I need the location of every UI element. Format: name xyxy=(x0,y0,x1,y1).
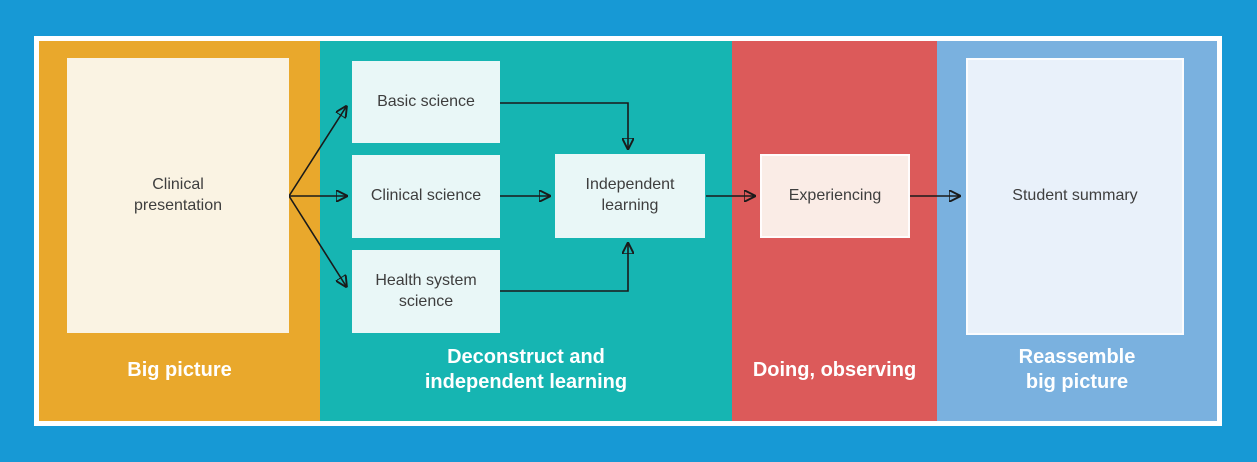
node-independent-learning-label: Independent learning xyxy=(585,176,675,214)
node-health-system-science-label: Health system science xyxy=(375,271,477,310)
node-student-summary: Student summary xyxy=(966,58,1184,335)
stage-label-reassemble: Reassemble big picture xyxy=(1018,346,1136,393)
node-independent-learning: Independent learning xyxy=(555,154,705,238)
node-experiencing: Experiencing xyxy=(760,154,910,238)
node-basic-science-label: Basic science xyxy=(377,92,475,110)
stage-label-doing-observing: Doing, observing xyxy=(752,358,917,381)
node-health-system-science: Health system science xyxy=(352,250,500,333)
node-student-summary-label: Student summary xyxy=(1012,187,1138,205)
node-clinical-science-label: Clinical science xyxy=(370,187,482,205)
node-clinical-presentation: Clinical presentation xyxy=(67,58,289,333)
node-experiencing-label: Experiencing xyxy=(788,186,882,204)
node-basic-science: Basic science xyxy=(352,61,500,143)
stage-label-big-picture: Big picture xyxy=(127,358,232,381)
stage-label-deconstruct: Deconstruct and independent learning xyxy=(424,346,628,393)
node-clinical-science: Clinical science xyxy=(352,155,500,238)
node-clinical-presentation-label: Clinical presentation xyxy=(133,175,223,214)
